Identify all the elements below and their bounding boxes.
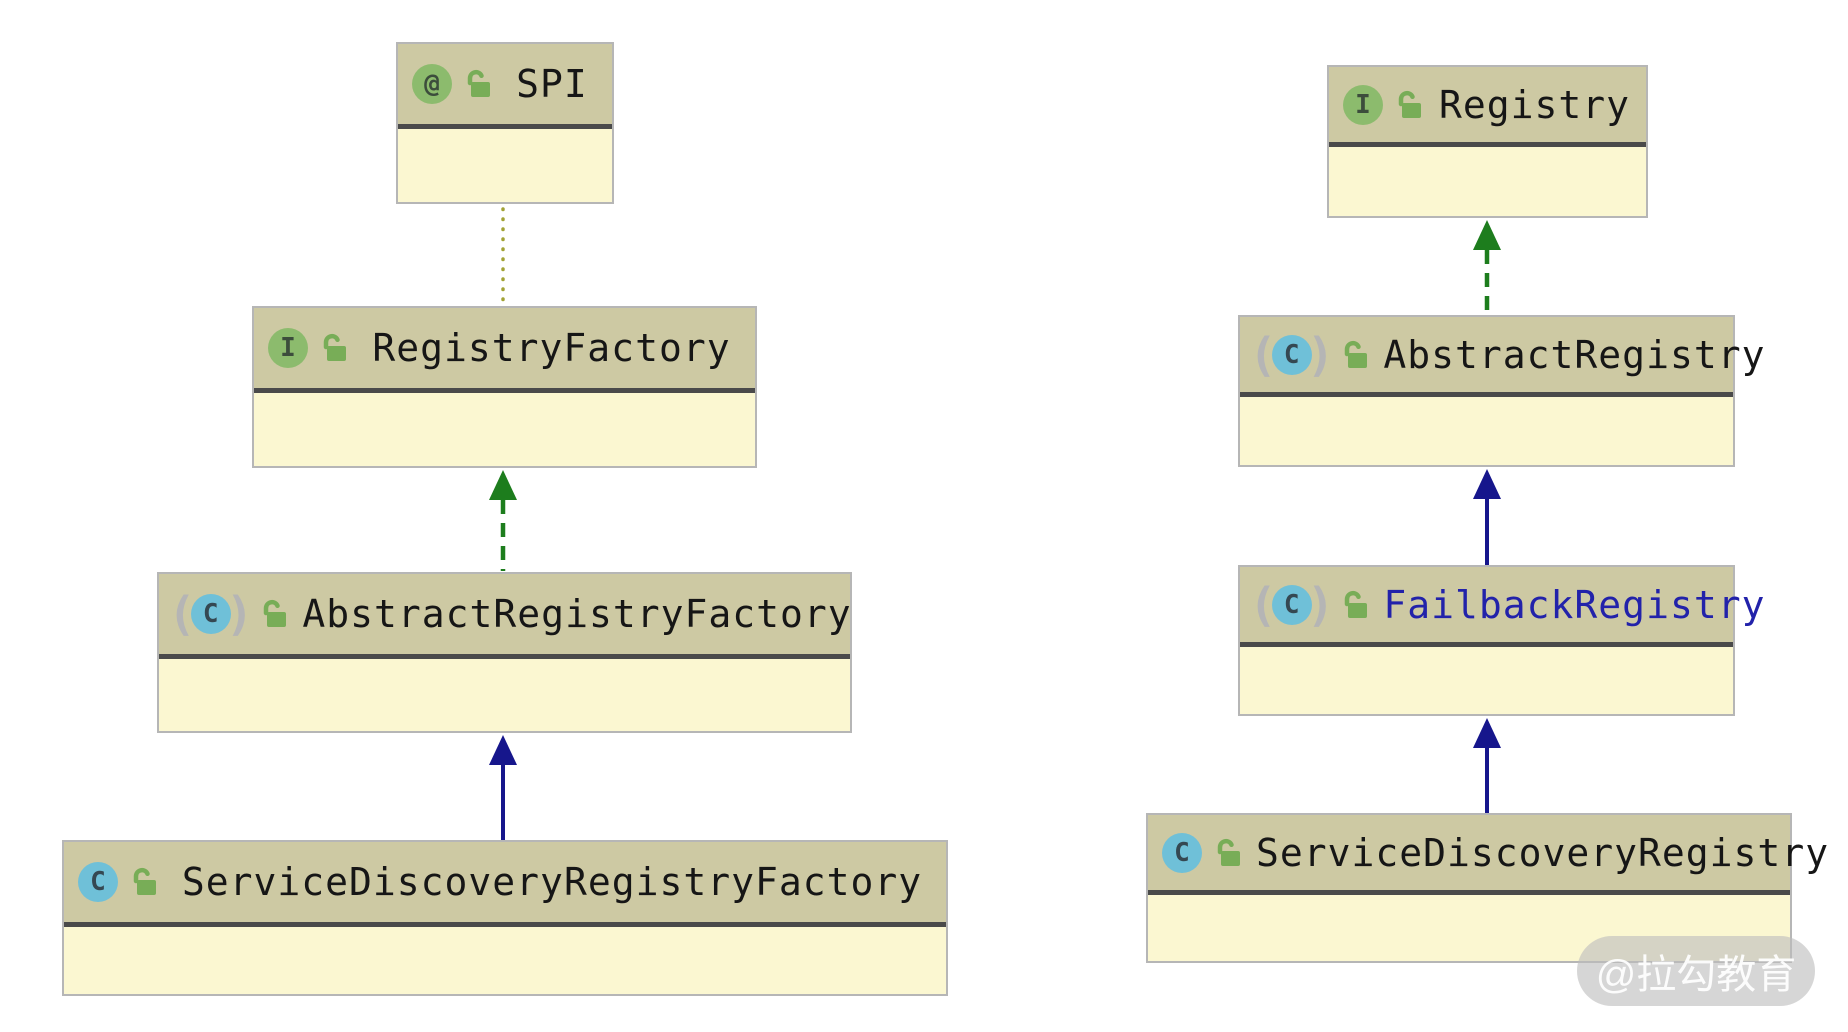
interface-icon: I	[1343, 84, 1383, 125]
interface-icon: I	[268, 328, 308, 368]
class-name: AbstractRegistry	[1383, 332, 1766, 377]
class-name: Registry	[1438, 82, 1631, 127]
edge-implements-abstract-registry-factory-to-registry-factory	[489, 470, 517, 571]
class-name: RegistryFactory	[372, 326, 731, 370]
class-header: ( C ) FailbackRegistry	[1240, 567, 1764, 647]
abstract-class-icon: ( C )	[1249, 332, 1334, 378]
abstract-paren-open: (	[1249, 327, 1277, 382]
edge-annotation-registry-factory-to-spi	[501, 207, 505, 306]
class-members-section	[254, 393, 755, 466]
open-lock-icon	[1341, 340, 1371, 370]
class-header: I Registry	[1329, 67, 1646, 147]
class-box-registry-factory[interactable]: I RegistryFactory	[252, 306, 757, 468]
class-members-section	[398, 129, 612, 202]
class-icon: C	[1271, 584, 1312, 625]
open-lock-icon	[260, 599, 290, 629]
class-name: ServiceDiscoveryRegistry	[1256, 830, 1830, 875]
open-lock-icon	[320, 333, 350, 363]
class-icon: C	[1271, 334, 1312, 375]
open-lock-icon	[464, 69, 494, 99]
class-header: C ServiceDiscoveryRegistry	[1148, 815, 1828, 895]
class-icon-glyph: C	[1283, 339, 1300, 370]
class-icon-glyph: C	[90, 867, 106, 897]
class-box-service-discovery-registry[interactable]: C ServiceDiscoveryRegistry	[1146, 813, 1828, 963]
class-members-section	[1240, 647, 1733, 714]
abstract-paren-close: )	[1306, 577, 1335, 632]
class-name: FailbackRegistry	[1383, 582, 1766, 627]
class-box-service-discovery-registry-factory[interactable]: C ServiceDiscoveryRegistryFactory	[62, 840, 948, 996]
edge-implements-abstract-registry-to-registry	[1473, 220, 1501, 314]
edge-extends-sdr-to-failback-registry	[1473, 718, 1501, 813]
class-icon: C	[1162, 832, 1202, 873]
annotation-icon: @	[412, 64, 452, 104]
class-header: C ServiceDiscoveryRegistryFactory	[64, 842, 946, 927]
class-members-section	[1240, 397, 1733, 465]
watermark-badge: @拉勾教育	[1577, 936, 1815, 1006]
open-lock-icon	[130, 867, 160, 897]
class-header: I RegistryFactory	[254, 308, 755, 393]
class-members-section	[159, 659, 850, 731]
edge-extends-sdr-factory-to-abstract-registry-factory	[489, 735, 517, 840]
class-name: AbstractRegistryFactory	[302, 592, 852, 636]
abstract-paren-close: )	[225, 587, 254, 641]
class-box-abstract-registry[interactable]: ( C ) AbstractRegistry	[1238, 315, 1764, 467]
class-box-registry[interactable]: I Registry	[1327, 65, 1648, 218]
class-header: ( C ) AbstractRegistry	[1240, 317, 1764, 397]
interface-icon-glyph: I	[1355, 89, 1371, 120]
class-icon: C	[190, 594, 231, 634]
class-members-section	[64, 927, 946, 994]
abstract-paren-open: (	[168, 587, 196, 641]
abstract-class-icon: ( C )	[1249, 582, 1334, 628]
interface-icon-glyph: I	[280, 333, 296, 363]
class-name: SPI	[516, 62, 588, 106]
annotation-icon-glyph: @	[424, 69, 440, 99]
class-box-failback-registry[interactable]: ( C ) FailbackRegistry	[1238, 565, 1764, 716]
abstract-paren-close: )	[1306, 327, 1335, 382]
class-header: @ SPI	[398, 44, 612, 129]
class-icon-glyph: C	[202, 599, 219, 629]
class-icon: C	[78, 862, 118, 902]
open-lock-icon	[1341, 590, 1371, 620]
class-box-abstract-registry-factory[interactable]: ( C ) AbstractRegistryFactory	[157, 572, 852, 733]
watermark-label: @拉勾教育	[1595, 953, 1797, 997]
abstract-paren-open: (	[1249, 577, 1277, 632]
class-header: ( C ) AbstractRegistryFactory	[159, 574, 852, 659]
class-icon-glyph: C	[1174, 837, 1190, 868]
abstract-class-icon: ( C )	[168, 591, 253, 637]
class-box-spi[interactable]: @ SPI	[396, 42, 614, 204]
class-members-section	[1329, 147, 1646, 216]
edge-extends-failback-registry-to-abstract-registry	[1473, 469, 1501, 565]
class-name: ServiceDiscoveryRegistryFactory	[181, 860, 923, 904]
open-lock-icon	[1214, 838, 1244, 868]
class-icon-glyph: C	[1283, 589, 1300, 620]
open-lock-icon	[1395, 90, 1425, 120]
